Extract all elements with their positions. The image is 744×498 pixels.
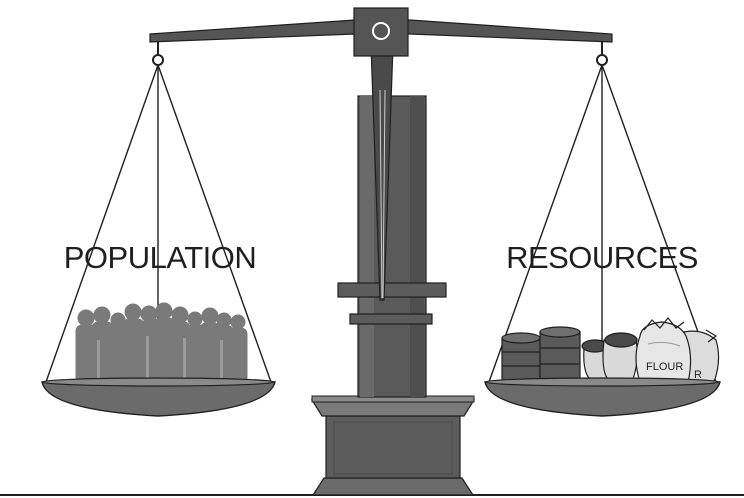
left-pan-assembly: POPULATION (41, 64, 276, 417)
pivot-ring-icon (372, 22, 390, 40)
right-pan-assembly: R FLOUR RESOURCES (484, 64, 721, 417)
flour-sack-front: FLOUR (635, 317, 692, 383)
beam-pivot-block (353, 7, 409, 57)
barrel-left (501, 332, 541, 383)
scale-beam (149, 7, 613, 66)
flour-sack-label: FLOUR (646, 361, 683, 373)
barrel-right (539, 326, 581, 383)
stand-base-body (325, 415, 461, 479)
open-bag-large (602, 332, 638, 383)
scale-stand (310, 45, 476, 496)
population-label: POPULATION (64, 240, 257, 275)
sack-back-label: R (694, 369, 702, 381)
right-pan-dish (484, 381, 721, 417)
right-pan-strings (488, 64, 717, 384)
left-pan-dish (41, 381, 276, 417)
stand-crossbar (337, 282, 447, 298)
resources-label: RESOURCES (506, 240, 698, 275)
stand-base-bottom (311, 477, 475, 496)
right-hook-ring-icon (596, 54, 608, 66)
left-hook-ring-icon (152, 54, 164, 66)
